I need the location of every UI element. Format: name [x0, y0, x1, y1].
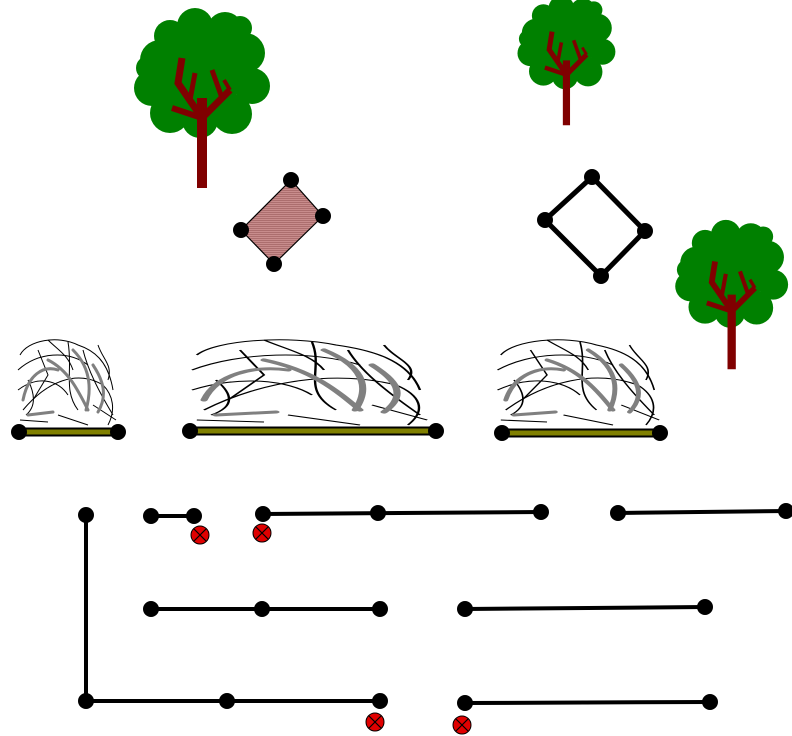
cross-marker-icon[interactable] [452, 715, 472, 735]
node-dot[interactable] [372, 601, 388, 617]
node-dot[interactable] [283, 172, 299, 188]
node-dot[interactable] [186, 508, 202, 524]
hedge-icon [182, 340, 444, 439]
node-dot[interactable] [110, 424, 126, 440]
node-dot[interactable] [143, 601, 159, 617]
node-dot[interactable] [584, 169, 600, 185]
tree-icon [134, 8, 270, 188]
hedge-icon [11, 338, 126, 440]
node-dot[interactable] [457, 601, 473, 617]
node-dot[interactable] [315, 208, 331, 224]
tree-icon [675, 220, 788, 369]
node-dot[interactable] [457, 695, 473, 711]
hedge-icon [494, 340, 668, 441]
edge [464, 700, 711, 705]
network-edges [84, 509, 789, 705]
node-dot[interactable] [78, 693, 94, 709]
node-dot[interactable] [255, 506, 271, 522]
tree-icon [517, 0, 615, 125]
cross-marker-icon[interactable] [365, 712, 385, 732]
node-dot[interactable] [428, 423, 444, 439]
edge [464, 605, 706, 611]
node-dot[interactable] [372, 693, 388, 709]
node-dot[interactable] [697, 599, 713, 615]
node-dot[interactable] [219, 693, 235, 709]
node-dot[interactable] [494, 425, 510, 441]
node-dot[interactable] [610, 505, 626, 521]
node-dot[interactable] [537, 212, 553, 228]
node-dot[interactable] [652, 425, 668, 441]
node-dot[interactable] [593, 268, 609, 284]
node-dot[interactable] [266, 256, 282, 272]
node-dot[interactable] [702, 694, 718, 710]
outline-diamond-shape [537, 169, 653, 284]
edge [262, 510, 542, 516]
node-dot[interactable] [182, 423, 198, 439]
node-dot[interactable] [637, 223, 653, 239]
cross-marker-icon[interactable] [252, 523, 272, 543]
node-dot[interactable] [143, 508, 159, 524]
node-dot[interactable] [370, 505, 386, 521]
node-dot[interactable] [778, 503, 792, 519]
node-dot[interactable] [233, 222, 249, 238]
edge [617, 509, 789, 515]
node-dot[interactable] [78, 507, 94, 523]
network-nodes [78, 503, 792, 711]
node-dot[interactable] [11, 424, 27, 440]
shaded-diamond-shape [233, 172, 331, 272]
node-dot[interactable] [254, 601, 270, 617]
cross-marker-icon[interactable] [190, 525, 210, 545]
node-dot[interactable] [533, 504, 549, 520]
